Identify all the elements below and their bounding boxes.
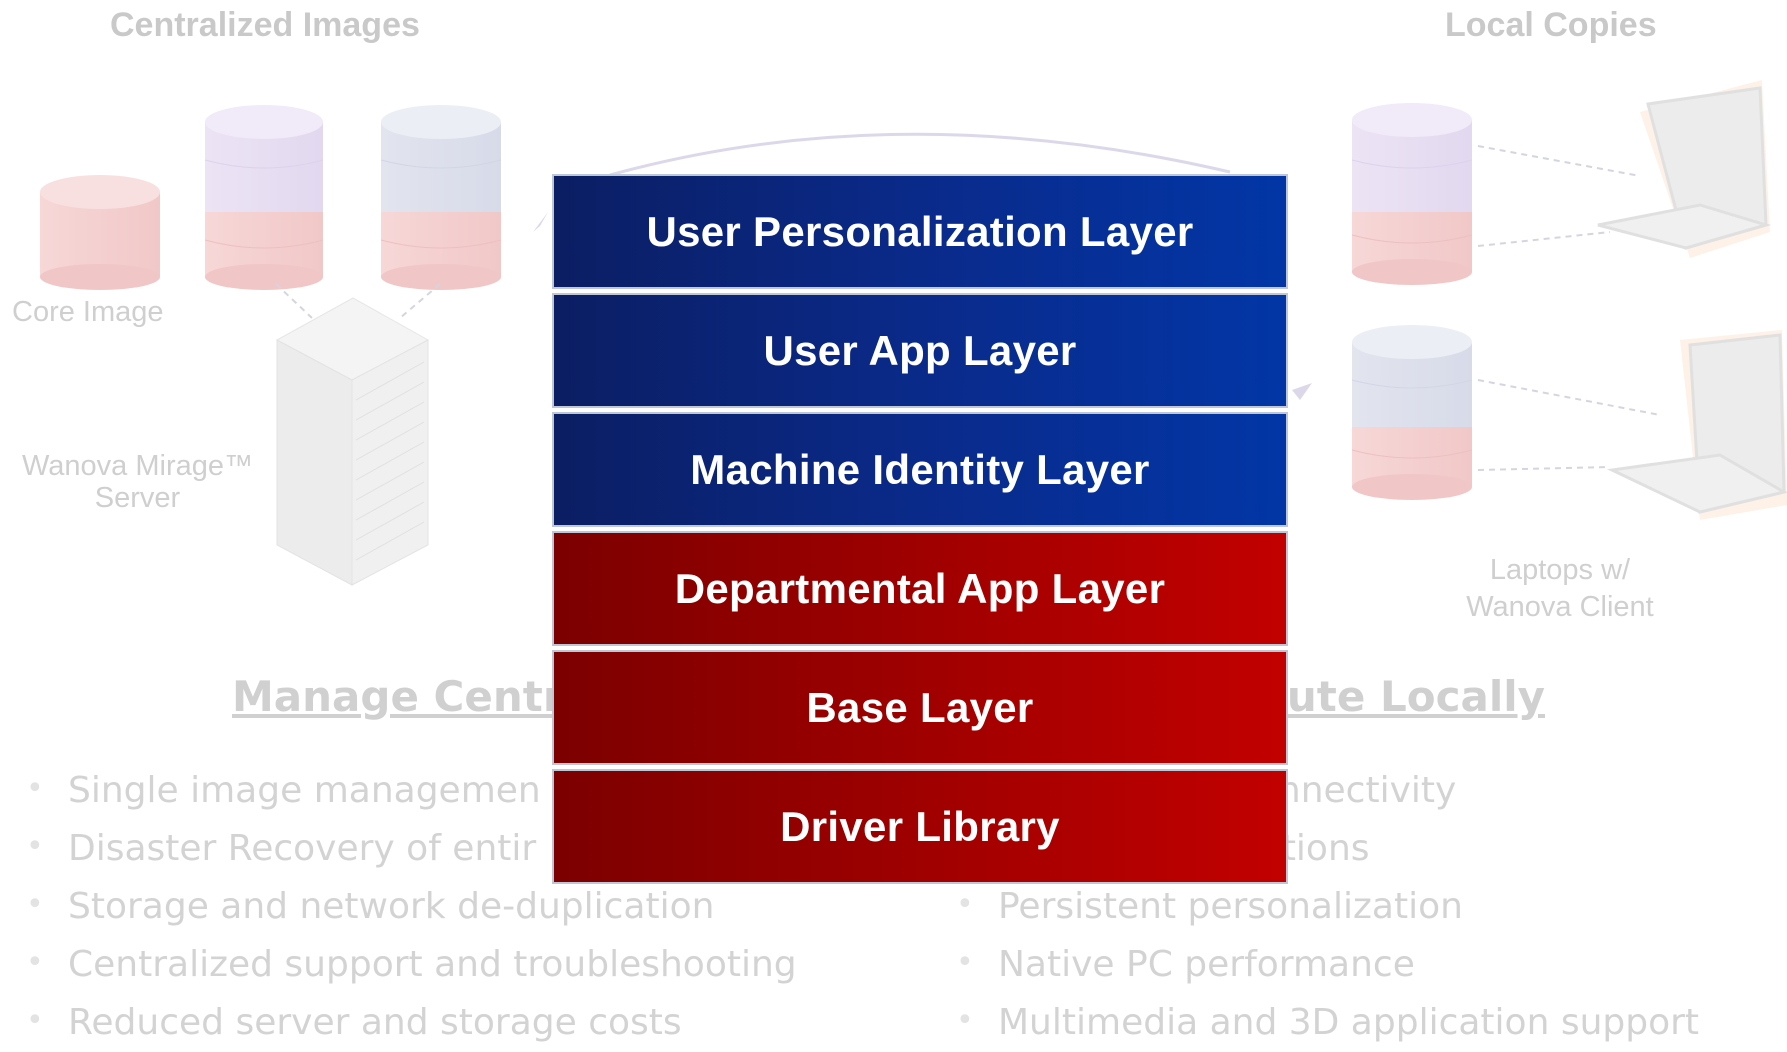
layer-machine-identity: Machine Identity Layer: [552, 412, 1288, 527]
list-item: Reduced server and storage costs: [20, 992, 797, 1052]
local-copy-cylinder-icon: [1351, 325, 1473, 500]
list-item: Single image managemen: [20, 760, 797, 820]
list-item: Native PC performance: [950, 934, 1699, 994]
left-bullet-list: Single image managemen Disaster Recovery…: [20, 760, 797, 1052]
image-cylinder-icon: [204, 105, 324, 290]
core-image-cylinder-icon: [40, 175, 160, 290]
list-item: Disaster Recovery of entir: [20, 818, 797, 878]
list-item: Multimedia and 3D application support: [950, 992, 1699, 1052]
image-cylinder-icon: [380, 105, 502, 290]
list-item: Centralized support and troubleshooting: [20, 934, 797, 994]
server-label-line2: Server: [94, 482, 181, 514]
local-copy-cylinder-icon: [1351, 103, 1473, 285]
laptops-label-line1: Laptops w/: [1489, 554, 1631, 586]
list-item: Storage and network de-duplication: [20, 876, 797, 936]
layer-base: Base Layer: [552, 650, 1288, 765]
left-section-title: Manage Centr: [232, 672, 564, 721]
sync-arc: [609, 132, 1231, 177]
layer-departmental-app: Departmental App Layer: [552, 531, 1288, 646]
laptops-label-line2: Wanova Client: [1466, 591, 1654, 623]
server-label: Wanova Mirage™ Server: [0, 450, 275, 514]
laptop-icon: [1606, 330, 1787, 520]
layer-user-app: User App Layer: [552, 293, 1288, 408]
layer-stack: User Personalization Layer User App Laye…: [552, 174, 1288, 886]
laptop-icon: [1597, 80, 1772, 258]
core-image-label: Core Image: [12, 296, 164, 328]
list-item: Persistent personalization: [950, 876, 1699, 936]
layer-user-personalization: User Personalization Layer: [552, 174, 1288, 289]
right-header: Local Copies: [1445, 6, 1657, 44]
laptops-label: Laptops w/ Wanova Client: [1430, 552, 1690, 626]
left-header: Centralized Images: [110, 6, 420, 44]
server-label-line1: Wanova Mirage™: [21, 450, 253, 482]
right-section-title: cute Locally: [1262, 672, 1546, 721]
layer-driver-library: Driver Library: [552, 769, 1288, 884]
server-icon: [275, 297, 430, 586]
